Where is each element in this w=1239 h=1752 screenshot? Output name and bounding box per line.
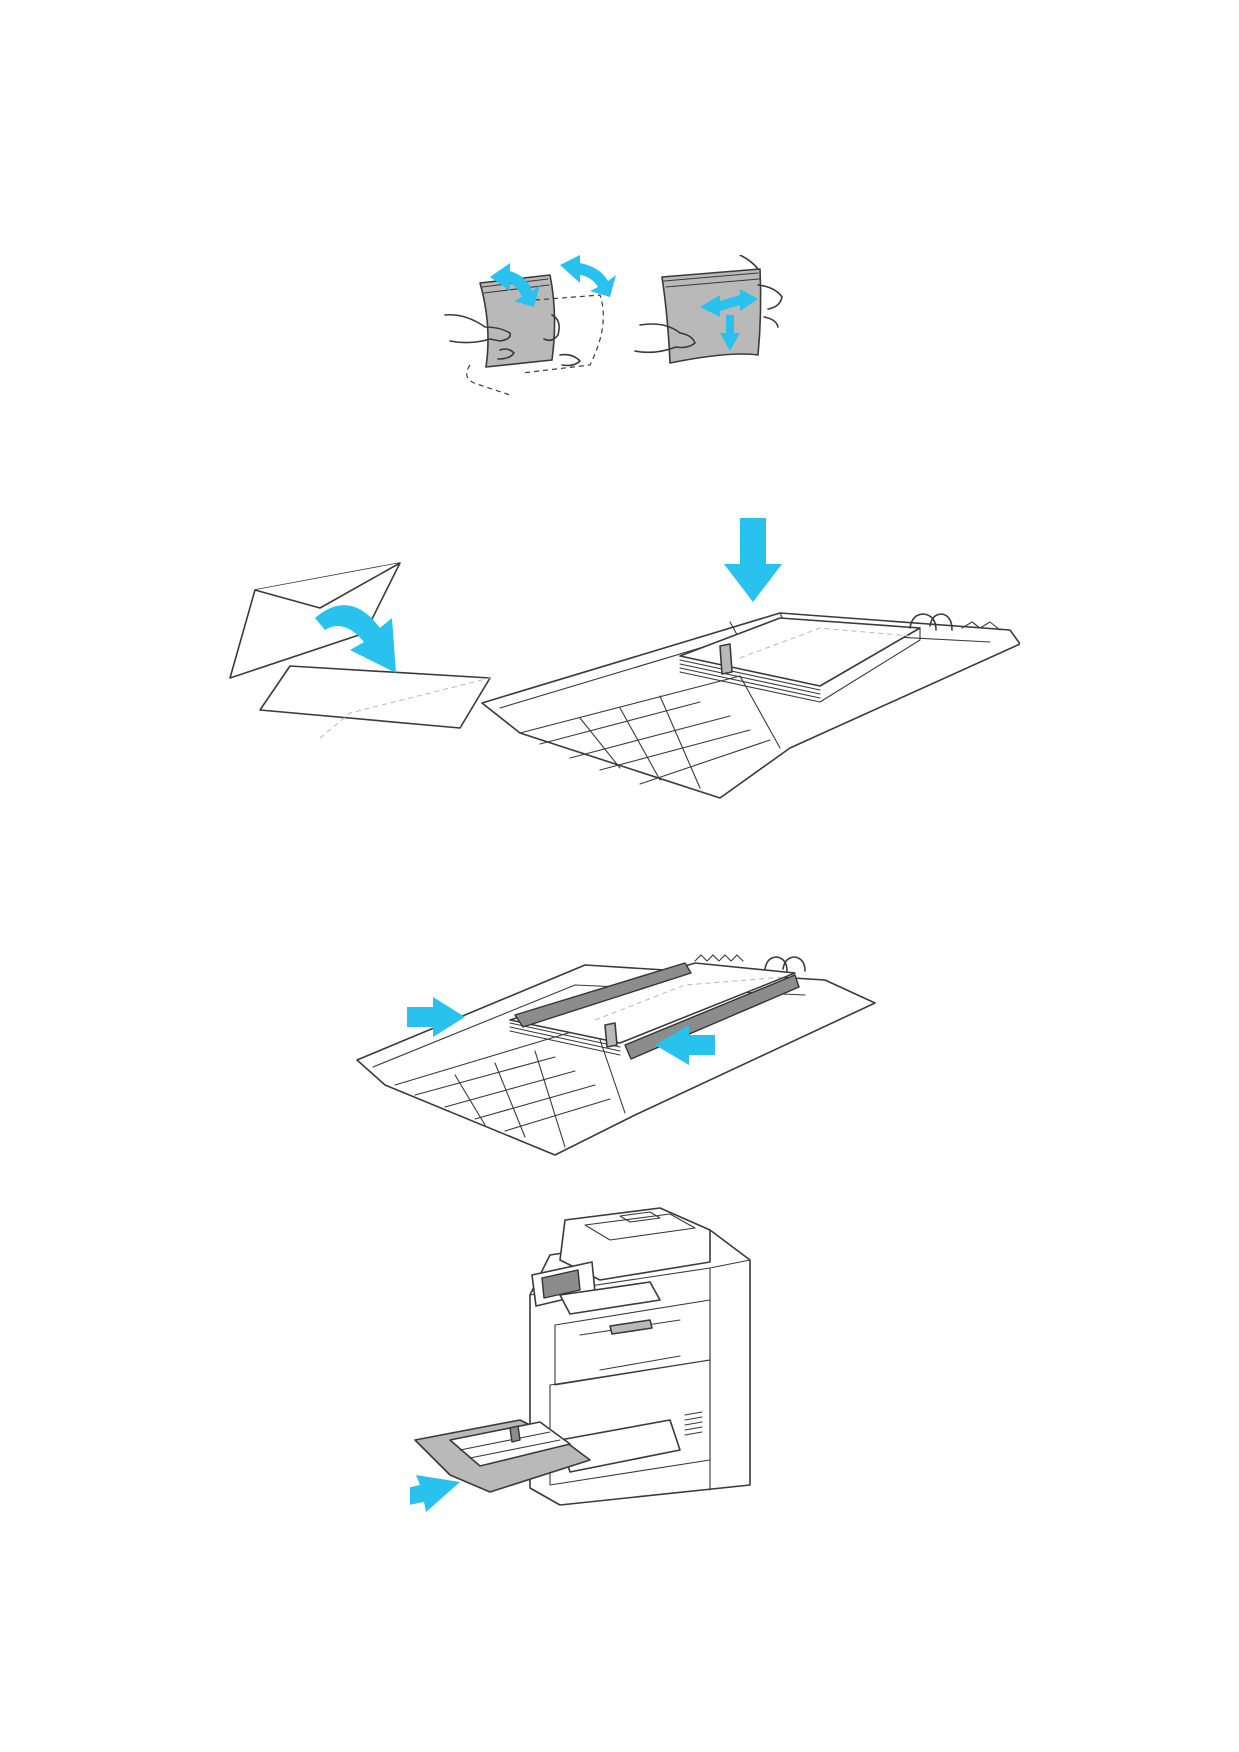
- load-envelopes-illustration: [229, 518, 1020, 799]
- adjust-guides-illustration: [356, 954, 876, 1156]
- fan-envelopes-illustration: [444, 255, 783, 396]
- insert-tray-illustration: [410, 1207, 751, 1512]
